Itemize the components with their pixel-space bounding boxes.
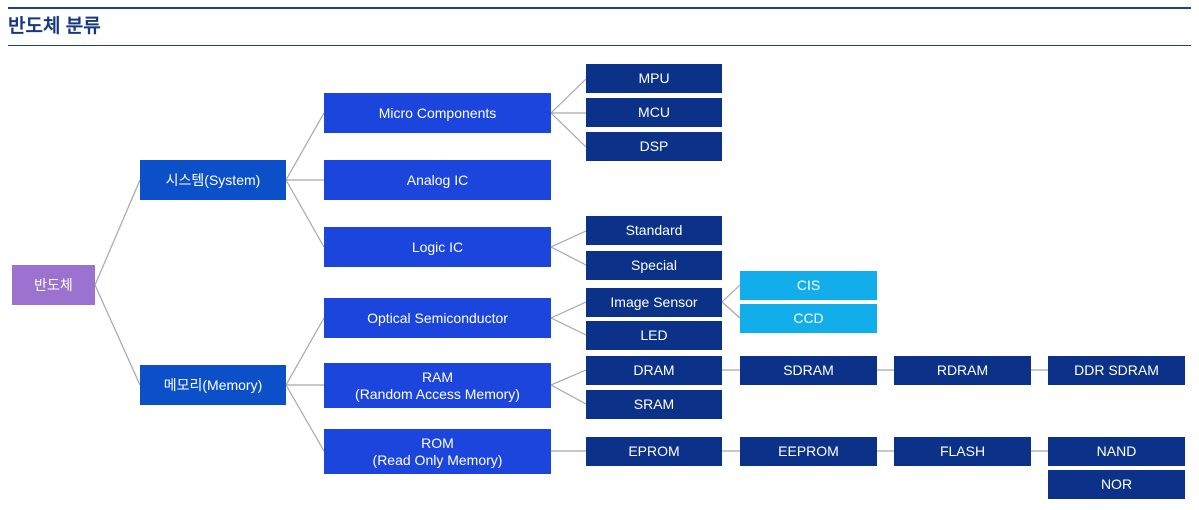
node-sdram[interactable]: SDRAM bbox=[740, 356, 877, 385]
node-label: NAND bbox=[1096, 443, 1137, 460]
node-eeprom[interactable]: EEPROM bbox=[740, 437, 877, 466]
node-mpu[interactable]: MPU bbox=[586, 64, 722, 93]
header-rule-bottom bbox=[8, 45, 1191, 46]
node-nand[interactable]: NAND bbox=[1048, 437, 1185, 466]
node-cis[interactable]: CIS bbox=[740, 271, 877, 300]
node-label: SDRAM bbox=[783, 362, 834, 379]
node-ccd[interactable]: CCD bbox=[740, 304, 877, 333]
node-label: CIS bbox=[796, 277, 821, 294]
node-label: DDR SDRAM bbox=[1074, 362, 1159, 379]
node-label: MPU bbox=[638, 70, 670, 87]
node-label: CCD bbox=[793, 310, 824, 327]
node-label: EEPROM bbox=[778, 443, 839, 460]
node-label: SRAM bbox=[633, 396, 675, 413]
node-label: NOR bbox=[1100, 476, 1133, 493]
node-label: Analog IC bbox=[406, 171, 469, 188]
node-label: Logic IC bbox=[411, 238, 464, 255]
node-eprom[interactable]: EPROM bbox=[586, 437, 722, 466]
node-optical-semiconductor[interactable]: Optical Semiconductor bbox=[324, 298, 551, 338]
node-rdram[interactable]: RDRAM bbox=[894, 356, 1031, 385]
node-memory[interactable]: 메모리(Memory) bbox=[140, 365, 286, 405]
node-ddr-sdram[interactable]: DDR SDRAM bbox=[1048, 356, 1185, 385]
node-logic-ic[interactable]: Logic IC bbox=[324, 227, 551, 267]
node-dsp[interactable]: DSP bbox=[586, 132, 722, 161]
node-micro-components[interactable]: Micro Components bbox=[324, 93, 551, 133]
node-special[interactable]: Special bbox=[586, 251, 722, 280]
node-label: 메모리(Memory) bbox=[163, 376, 263, 393]
node-flash[interactable]: FLASH bbox=[894, 437, 1031, 466]
node-rom[interactable]: ROM (Read Only Memory) bbox=[324, 429, 551, 474]
node-label: Standard bbox=[625, 222, 683, 239]
node-label: 반도체 bbox=[34, 276, 73, 293]
node-label: Micro Components bbox=[378, 104, 497, 121]
node-analog-ic[interactable]: Analog IC bbox=[324, 160, 551, 200]
node-ram[interactable]: RAM (Random Access Memory) bbox=[324, 363, 551, 408]
node-led[interactable]: LED bbox=[586, 321, 722, 350]
node-image-sensor[interactable]: Image Sensor bbox=[586, 288, 722, 317]
node-standard[interactable]: Standard bbox=[586, 216, 722, 245]
node-label-line2: (Read Only Memory) bbox=[372, 451, 503, 468]
node-nor[interactable]: NOR bbox=[1048, 470, 1185, 499]
node-semiconductor-root[interactable]: 반도체 bbox=[12, 265, 95, 305]
node-label: RDRAM bbox=[936, 362, 989, 379]
node-label: Image Sensor bbox=[610, 294, 698, 311]
node-label-line2: (Random Access Memory) bbox=[355, 385, 520, 402]
page-title: 반도체 분류 bbox=[8, 16, 101, 37]
node-dram[interactable]: DRAM bbox=[586, 356, 722, 385]
node-label: DSP bbox=[639, 138, 669, 155]
node-label: LED bbox=[640, 327, 668, 344]
node-label: MCU bbox=[638, 104, 670, 121]
node-label: FLASH bbox=[939, 443, 986, 460]
node-mcu[interactable]: MCU bbox=[586, 98, 722, 127]
node-label-line1: RAM bbox=[421, 369, 454, 386]
header-rule-top bbox=[8, 7, 1191, 9]
node-system[interactable]: 시스템(System) bbox=[140, 160, 286, 200]
node-label: EPROM bbox=[628, 443, 680, 460]
node-sram[interactable]: SRAM bbox=[586, 390, 722, 419]
node-label-line1: ROM bbox=[421, 435, 454, 452]
node-label: Optical Semiconductor bbox=[367, 309, 508, 326]
node-label: Special bbox=[631, 257, 677, 274]
node-label: DRAM bbox=[633, 362, 675, 379]
page-header: 반도체 분류 bbox=[0, 0, 1199, 48]
node-label: 시스템(System) bbox=[165, 171, 261, 188]
